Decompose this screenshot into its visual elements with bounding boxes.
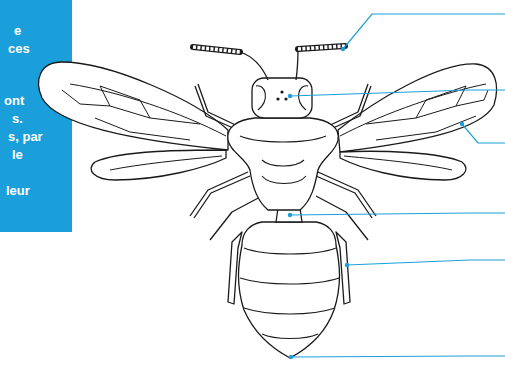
- panel-text-fragment: ont: [4, 92, 24, 110]
- panel-text-fragment: ces: [8, 40, 30, 58]
- leader-dots: [288, 47, 464, 359]
- panel-text-fragment: e: [14, 22, 21, 40]
- leader-lines: [290, 14, 505, 357]
- panel-text-fragment: s.: [12, 110, 23, 128]
- text-panel: [0, 0, 72, 232]
- panel-text-fragment: le: [12, 146, 23, 164]
- body-details: [240, 86, 339, 339]
- panel-text-fragment: s, par: [8, 128, 43, 146]
- antennae: [193, 46, 345, 80]
- ocelli: [276, 90, 287, 100]
- body: [228, 78, 350, 358]
- panel-text-fragment: leur: [6, 182, 30, 200]
